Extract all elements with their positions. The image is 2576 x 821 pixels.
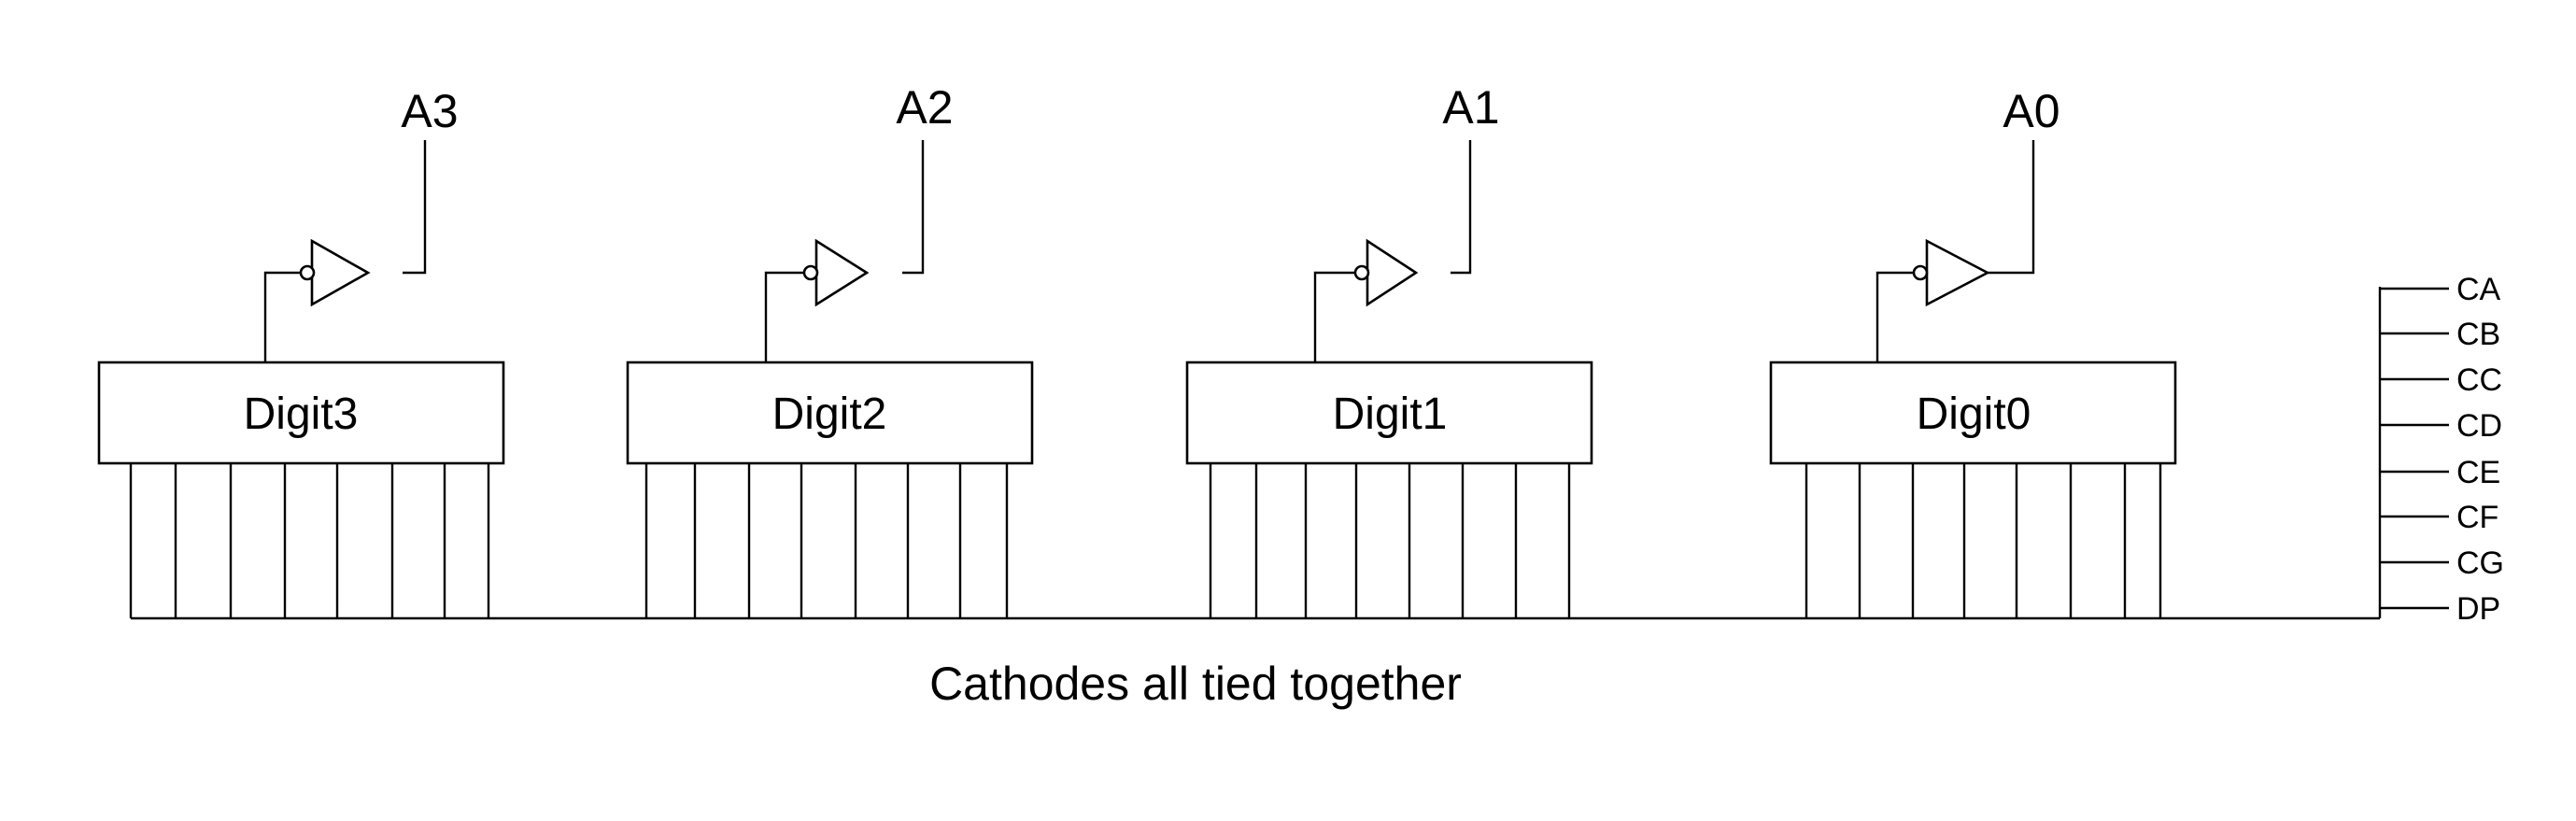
inverter-gate-a1 xyxy=(1366,238,1419,307)
anode-wire-a2 xyxy=(902,140,925,275)
cathode-label-cd: CD xyxy=(2456,408,2502,444)
inverter-output-wire-a1 xyxy=(1313,271,1355,362)
anode-label-a0: A0 xyxy=(2003,85,2059,137)
digit-box-2 xyxy=(626,361,1034,465)
inverter-bubble-a2 xyxy=(802,264,819,281)
inverter-gate-a0 xyxy=(1925,238,1990,307)
cathode-label-cb: CB xyxy=(2456,317,2500,352)
cathode-label-cg: CG xyxy=(2456,545,2504,581)
digit-label-3: Digit3 xyxy=(244,389,359,439)
digit-2-group: A2 Digit2 xyxy=(626,81,1034,618)
cathode-label-ca: CA xyxy=(2456,272,2501,307)
cathode-pins-digit-2 xyxy=(644,463,1009,618)
inverter-bubble-a0 xyxy=(1912,264,1929,281)
cathode-pins-digit-3 xyxy=(129,463,490,618)
inverter-output-wire-a0 xyxy=(1875,271,1914,362)
inverter-bubble-a3 xyxy=(299,264,316,281)
inverter-output-wire-a3 xyxy=(263,271,301,362)
anode-wire-a1 xyxy=(1451,140,1472,275)
diagram-caption: Cathodes all tied together xyxy=(929,658,1462,710)
digit-box-0 xyxy=(1769,361,2177,465)
cathode-signal-taps xyxy=(2380,287,2449,610)
cathode-label-dp: DP xyxy=(2456,591,2500,627)
digit-label-0: Digit0 xyxy=(1917,389,2031,439)
anode-label-a1: A1 xyxy=(1442,81,1499,134)
anode-label-a2: A2 xyxy=(896,81,953,134)
cathode-label-ce: CE xyxy=(2456,455,2500,490)
digit-box-3 xyxy=(97,361,505,465)
cathode-label-cf: CF xyxy=(2456,500,2498,535)
inverter-output-wire-a2 xyxy=(764,271,804,362)
cathode-signal-labels: CA CB CC CD CE CF CG DP xyxy=(2456,272,2504,627)
inverter-gate-a3 xyxy=(310,238,371,307)
cathode-pins-digit-0 xyxy=(1805,463,2162,618)
digit-label-2: Digit2 xyxy=(772,389,887,439)
digit-3-group: A3 Digit3 xyxy=(97,85,505,618)
anode-label-a3: A3 xyxy=(401,85,458,137)
cathode-pins-digit-1 xyxy=(1209,463,1571,618)
digit-0-group: A0 Digit0 xyxy=(1769,85,2177,618)
anode-wire-a0 xyxy=(1988,140,2035,275)
inverter-gate-a2 xyxy=(814,238,870,307)
digit-box-1 xyxy=(1185,361,1593,465)
anode-wire-a3 xyxy=(403,140,427,275)
digit-1-group: A1 Digit1 xyxy=(1185,81,1593,618)
inverter-bubble-a1 xyxy=(1353,264,1370,281)
cathode-label-cc: CC xyxy=(2456,362,2502,398)
digit-label-1: Digit1 xyxy=(1333,389,1448,439)
